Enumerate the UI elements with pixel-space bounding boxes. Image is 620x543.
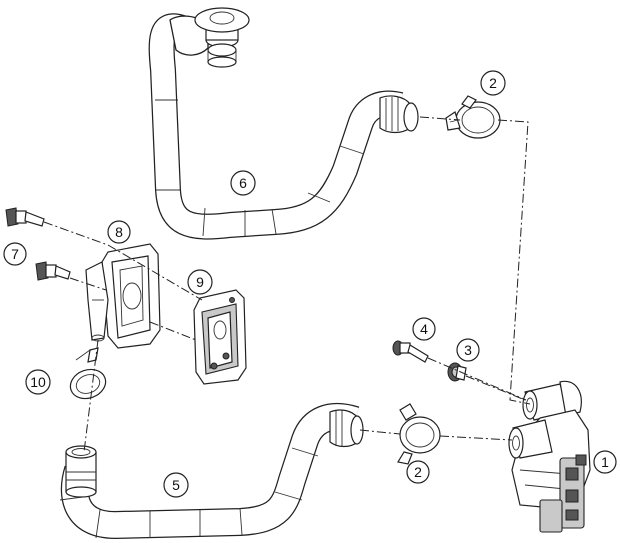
- callout-4: 4: [412, 317, 436, 341]
- callout-8-label: 8: [115, 224, 123, 240]
- bolt-7-upper: [5, 207, 45, 227]
- bolt-7-lower: [35, 261, 71, 281]
- hose-6: [148, 7, 419, 240]
- callout-10-label: 10: [30, 374, 46, 390]
- callout-7-label: 7: [11, 246, 19, 262]
- callout-6-label: 6: [239, 175, 247, 191]
- callout-2-upper: 2: [480, 70, 506, 96]
- callout-7: 7: [3, 242, 27, 266]
- bracket-8: [85, 243, 161, 349]
- leader-lines: [43, 116, 531, 453]
- callout-9: 9: [187, 269, 213, 295]
- callout-3: 3: [456, 338, 480, 362]
- callout-8: 8: [107, 220, 131, 244]
- callout-3-label: 3: [464, 342, 472, 358]
- callout-4-label: 4: [420, 321, 428, 337]
- callout-5-label: 5: [172, 477, 180, 493]
- callout-10: 10: [25, 369, 51, 395]
- callout-2-lower-label: 2: [414, 464, 422, 480]
- callout-5: 5: [163, 472, 189, 498]
- callout-1: 1: [593, 450, 617, 474]
- cover-9: [193, 289, 247, 385]
- callout-2-lower: 2: [406, 460, 430, 484]
- hose-clamp-lower: [397, 403, 441, 465]
- callout-2-upper-label: 2: [489, 75, 497, 91]
- callout-6: 6: [230, 170, 256, 196]
- hose-5: [59, 402, 364, 540]
- screw-4: [392, 340, 429, 363]
- callout-9-label: 9: [196, 274, 204, 290]
- solenoid-valve: [508, 380, 591, 533]
- hose-clamp-upper: [445, 95, 501, 139]
- callout-1-label: 1: [601, 454, 609, 470]
- filter-10: [69, 347, 107, 400]
- washer-3: [447, 362, 467, 382]
